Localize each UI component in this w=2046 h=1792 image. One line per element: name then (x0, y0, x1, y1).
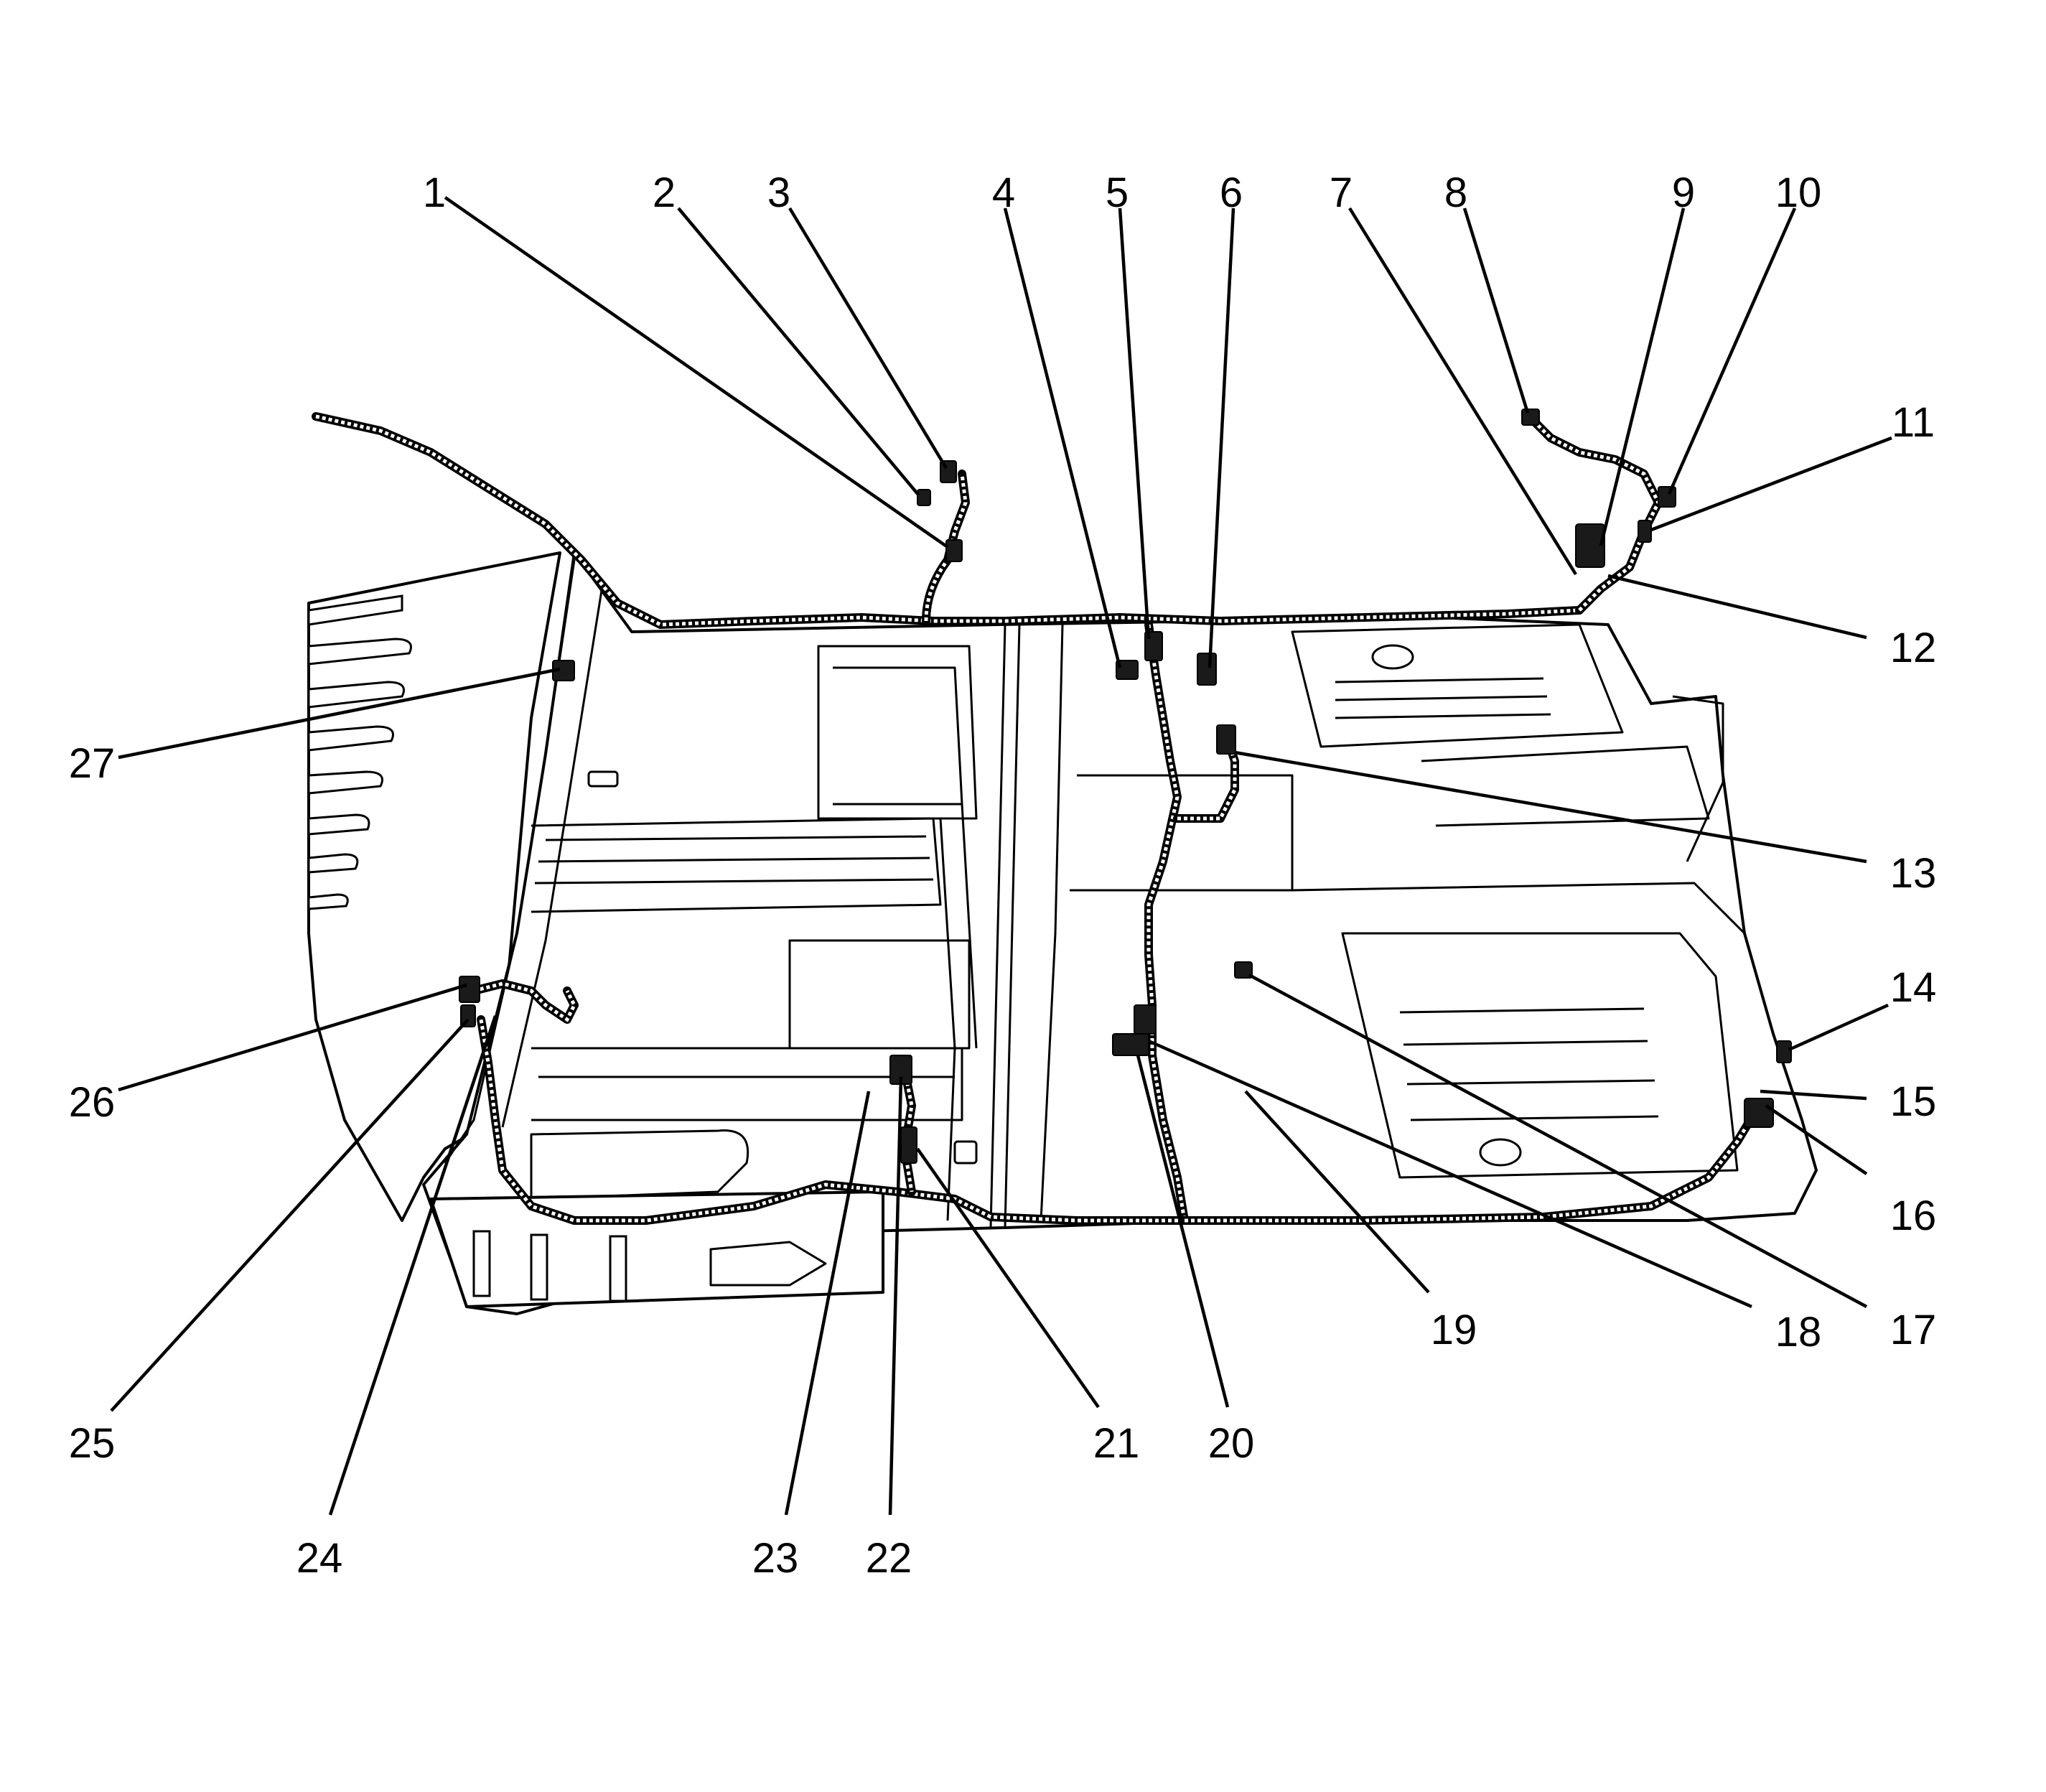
callout-21: 21 (1093, 1420, 1140, 1467)
leader-16 (1765, 1104, 1868, 1175)
rear-crossmember (429, 1190, 884, 1308)
callout-7: 7 (1330, 169, 1353, 216)
callout-numbers: 1 2 3 4 5 6 7 8 9 10 11 12 13 14 15 16 1… (69, 169, 1937, 1582)
leader-13 (1234, 750, 1867, 864)
rear-right-floor-pan (1341, 932, 1739, 1179)
leader-18 (1148, 1039, 1752, 1309)
callout-18: 18 (1775, 1309, 1822, 1355)
callout-12: 12 (1890, 625, 1937, 671)
connector-10 (1658, 486, 1676, 508)
leader-6 (1207, 207, 1235, 668)
callout-27: 27 (69, 740, 116, 787)
callout-17: 17 (1890, 1307, 1937, 1353)
callout-26: 26 (69, 1079, 116, 1126)
leader-10 (1667, 207, 1797, 495)
connector-1 (945, 539, 963, 562)
leader-3 (788, 207, 948, 470)
leader-19 (1244, 1090, 1430, 1294)
connector-20 (1134, 1004, 1157, 1035)
callout-25: 25 (69, 1420, 116, 1467)
leader-22 (888, 1076, 903, 1516)
callout-9: 9 (1672, 169, 1695, 216)
callout-8: 8 (1444, 169, 1467, 216)
callout-20: 20 (1208, 1420, 1255, 1467)
callout-13: 13 (1890, 850, 1937, 897)
floor-pan-body (307, 551, 1818, 1315)
leader-5 (1118, 207, 1151, 640)
leader-20 (1136, 1055, 1230, 1408)
leader-17 (1248, 974, 1868, 1308)
connector-2 (917, 489, 931, 506)
connector-18 (1112, 1033, 1149, 1056)
leader-12 (1607, 574, 1867, 640)
leader-25 (110, 1018, 470, 1412)
callout-24: 24 (296, 1535, 343, 1582)
leader-11 (1650, 436, 1892, 532)
leader-8 (1462, 207, 1530, 414)
callout-23: 23 (752, 1535, 799, 1582)
connector-17 (1234, 961, 1253, 979)
connector-4 (1116, 660, 1139, 680)
callout-6: 6 (1220, 169, 1243, 216)
front-left-floor-pan (531, 645, 978, 913)
connector-9 (1575, 523, 1605, 568)
connector-11 (1638, 520, 1652, 543)
callout-1: 1 (423, 169, 446, 216)
connector-5 (1144, 631, 1163, 661)
leader-15 (1760, 1089, 1867, 1101)
connector-16 (1744, 1098, 1774, 1128)
connector-14 (1776, 1040, 1792, 1063)
leader-1 (444, 196, 949, 549)
leader-7 (1348, 207, 1577, 576)
connector-6 (1197, 653, 1217, 686)
callout-3: 3 (767, 169, 790, 216)
leader-21 (916, 1147, 1100, 1409)
leader-4 (1003, 207, 1122, 668)
left-heat-shield (307, 594, 412, 910)
leader-14 (1788, 1003, 1889, 1052)
leader-2 (677, 207, 920, 497)
callout-5: 5 (1106, 169, 1129, 216)
callout-15: 15 (1890, 1078, 1937, 1125)
leader-9 (1599, 207, 1686, 546)
callout-14: 14 (1890, 964, 1937, 1011)
front-right-floor-pan (1291, 623, 1775, 1035)
connector-8 (1521, 409, 1540, 426)
leader-24 (328, 1015, 498, 1516)
callout-22: 22 (866, 1535, 912, 1582)
leader-27 (118, 667, 561, 760)
callout-10: 10 (1775, 169, 1822, 216)
rear-left-floor-pan (530, 939, 978, 1200)
connector-21 (900, 1126, 917, 1164)
callout-4: 4 (992, 169, 1015, 216)
callout-19: 19 (1431, 1307, 1477, 1353)
callout-11: 11 (1892, 399, 1935, 446)
leader-23 (784, 1091, 871, 1516)
leader-lines (110, 196, 1892, 1516)
connector-26 (459, 976, 480, 1003)
floor-panel-outline (422, 551, 1818, 1315)
callout-16: 16 (1890, 1193, 1937, 1239)
callout-2: 2 (653, 169, 676, 216)
connector-13 (1216, 724, 1236, 755)
leader-26 (118, 983, 467, 1092)
